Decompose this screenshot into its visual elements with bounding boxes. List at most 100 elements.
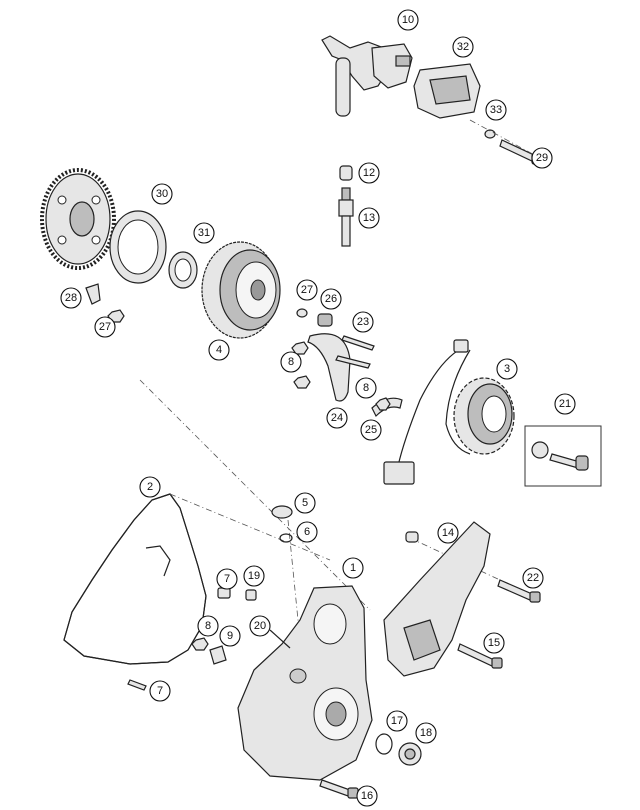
callout-circle (243, 565, 265, 587)
callout-13: 13 (358, 207, 380, 229)
callout-circle (485, 99, 507, 121)
callout-29: 29 (531, 147, 553, 169)
bolt-16-part (319, 779, 359, 799)
callout-circle (531, 147, 553, 169)
callout-number: 33 (490, 104, 502, 116)
callout-number: 19 (248, 570, 260, 582)
callout-circle (151, 183, 173, 205)
callout-7: 7 (149, 680, 171, 702)
callout-number: 6 (304, 526, 310, 538)
assembly-line (469, 119, 541, 159)
bolt-21-part (549, 453, 589, 471)
callout-number: 4 (216, 344, 222, 356)
gasket-tab (145, 545, 171, 577)
washer-27-part (296, 308, 308, 318)
callout-number: 26 (325, 293, 337, 305)
callout-27: 27 (296, 279, 318, 301)
callout-circle (452, 36, 474, 58)
callout-circle (386, 710, 408, 732)
nut-8b-part (293, 375, 311, 389)
callout-21: 21 (554, 393, 576, 415)
callout-12: 12 (358, 162, 380, 184)
callout-number: 15 (488, 637, 500, 649)
nut-8-part (291, 341, 309, 355)
callout-7: 7 (216, 568, 238, 590)
callout-number: 22 (527, 572, 539, 584)
callout-circle (358, 162, 380, 184)
plug-5-part (271, 505, 293, 519)
callout-circle (296, 521, 318, 543)
callout-8: 8 (280, 351, 302, 373)
nut-28-part (107, 309, 125, 323)
callout-circle (197, 615, 219, 637)
callout-23: 23 (352, 311, 374, 333)
bolt-7-part (127, 679, 147, 691)
callout-17: 17 (386, 710, 408, 732)
callout-4: 4 (208, 339, 230, 361)
callout-number: 21 (559, 398, 571, 410)
callout-2: 2 (139, 476, 161, 498)
callout-circle (296, 279, 318, 301)
callout-18: 18 (415, 722, 437, 744)
guide-rail-24-part (307, 333, 351, 402)
callout-5: 5 (294, 492, 316, 514)
callout-15: 15 (483, 632, 505, 654)
callout-number: 27 (99, 321, 111, 333)
bearing-32-part (168, 251, 198, 289)
callout-circle (294, 492, 316, 514)
cable-grommet-part (453, 339, 469, 353)
callout-22: 22 (522, 567, 544, 589)
callout-circle (149, 680, 171, 702)
callout-number: 31 (198, 227, 210, 239)
callout-circle (415, 722, 437, 744)
callout-number: 28 (65, 292, 77, 304)
callout-circle (193, 222, 215, 244)
callout-1: 1 (342, 557, 364, 579)
callout-number: 7 (224, 573, 230, 585)
callout-number: 5 (302, 497, 308, 509)
cap-18-center (404, 748, 416, 760)
nut-8d-part (191, 637, 209, 651)
rotor-part (201, 241, 281, 339)
spark-plug-part (338, 187, 354, 247)
stator-part (453, 377, 515, 455)
callout-number: 32 (457, 41, 469, 53)
callout-32: 32 (452, 36, 474, 58)
callout-circle (522, 567, 544, 589)
callout-number: 20 (254, 620, 266, 632)
inset-box-21 (524, 425, 602, 487)
callout-number: 3 (504, 363, 510, 375)
starter-gear-part (40, 168, 116, 270)
spark-plug-cap-part (339, 165, 353, 181)
callout-8: 8 (197, 615, 219, 637)
o-ring-6-part (279, 533, 293, 543)
callout-number: 14 (442, 527, 454, 539)
callout-number: 7 (157, 685, 163, 697)
assembly-line (287, 519, 301, 641)
assembly-line (169, 493, 331, 561)
callout-33: 33 (485, 99, 507, 121)
callout-circle (397, 9, 419, 31)
callout-circle (94, 316, 116, 338)
gasket-inner-line (63, 493, 207, 665)
washer-27b-part (405, 531, 419, 543)
callout-number: 10 (402, 14, 414, 26)
callout-number: 27 (301, 284, 313, 296)
stator-cable-b-part (445, 349, 471, 455)
callout-circle (496, 358, 518, 380)
callout-circle (342, 557, 364, 579)
cover-14-part (383, 521, 491, 677)
ignition-coil-part (321, 35, 413, 117)
callout-number: 8 (363, 382, 369, 394)
callout-number: 23 (357, 316, 369, 328)
callout-14: 14 (437, 522, 459, 544)
callout-circle (437, 522, 459, 544)
callout-circle (249, 615, 271, 637)
connector-part (383, 461, 415, 485)
callout-circle (219, 625, 241, 647)
callout-10: 10 (397, 9, 419, 31)
callout-20: 20 (249, 615, 271, 637)
callout-circle (483, 632, 505, 654)
pin-20-part (269, 629, 291, 649)
